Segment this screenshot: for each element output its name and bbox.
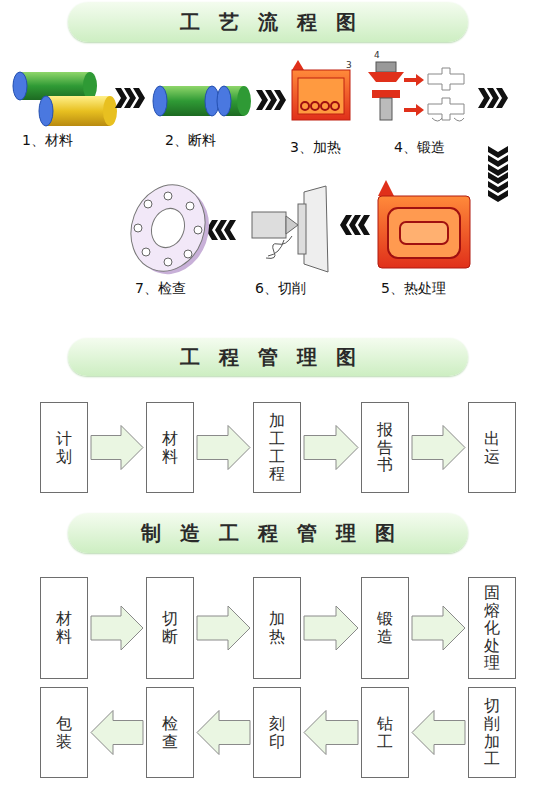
step-text: 加工工程	[269, 412, 285, 482]
step-caption: 4、锻造	[394, 139, 445, 157]
forging-press	[368, 62, 464, 121]
step-text: 出运	[484, 430, 500, 465]
flow-arrow	[197, 426, 250, 470]
step-text: 材料	[162, 430, 178, 465]
step-text: 加热	[269, 610, 285, 645]
process-box: 出运	[468, 402, 516, 493]
callout-number: 4	[374, 50, 380, 60]
step-caption: 1、材料	[22, 132, 73, 150]
banner-title: 工 艺 流 程 图	[180, 9, 356, 36]
flow-arrow	[91, 711, 143, 755]
flow-arrow	[412, 606, 465, 650]
material-bars	[13, 72, 117, 126]
process-box: 钻工	[361, 687, 409, 778]
process-box: 切断	[146, 577, 194, 679]
step-text: 锻造	[377, 610, 393, 645]
flow-arrow	[197, 606, 250, 650]
step-caption: 6、切削	[255, 280, 306, 298]
process-box: 切削加工	[468, 687, 516, 778]
flow-arrow	[91, 426, 143, 470]
section-banner: 工 艺 流 程 图	[68, 2, 468, 42]
cut-bars	[153, 86, 251, 116]
flow-arrow	[412, 711, 465, 755]
step-caption: 5、热处理	[381, 280, 446, 298]
process-box: 报告书	[361, 402, 409, 493]
step-text: 材料	[56, 610, 72, 645]
flow-arrow	[304, 711, 358, 755]
step-text: 计划	[56, 430, 72, 465]
step-text: 检查	[162, 715, 178, 750]
step-caption: 3、加热	[290, 139, 341, 157]
process-box: 固熔化处理	[468, 577, 516, 679]
section-banner: 工 程 管 理 图	[68, 338, 468, 376]
step-text: 切断	[162, 610, 178, 645]
process-box: 检查	[146, 687, 194, 778]
process-box: 材料	[40, 577, 88, 679]
process-box: 包装	[40, 687, 88, 778]
banner-title: 工 程 管 理 图	[180, 344, 356, 371]
heating-furnace	[292, 60, 350, 120]
callout-number: 3	[346, 60, 352, 70]
flow-arrow	[197, 711, 250, 755]
lathe-cutting	[252, 186, 328, 272]
section-banner: 制 造 工 程 管 理 图	[68, 513, 468, 553]
step-text: 固熔化处理	[484, 584, 500, 672]
flow-arrow	[304, 426, 358, 470]
flow-arrow	[91, 606, 143, 650]
step-text: 切削加工	[484, 697, 500, 767]
step-text: 包装	[56, 715, 72, 750]
flow-arrow	[304, 606, 358, 650]
step-text: 报告书	[377, 421, 393, 474]
process-box: 锻造	[361, 577, 409, 679]
process-box: 加热	[253, 577, 301, 679]
process-box: 加工工程	[253, 402, 301, 493]
flange-part	[119, 174, 221, 284]
step-caption: 2、断料	[165, 132, 216, 150]
heat-treatment-furnace	[378, 180, 470, 268]
process-box: 材料	[146, 402, 194, 493]
flow-arrow	[412, 426, 465, 470]
process-box: 计划	[40, 402, 88, 493]
step-text: 钻工	[377, 715, 393, 750]
banner-title: 制 造 工 程 管 理 图	[141, 520, 395, 547]
step-text: 刻印	[269, 715, 285, 750]
process-box: 刻印	[253, 687, 301, 778]
step-caption: 7、检查	[135, 280, 186, 298]
